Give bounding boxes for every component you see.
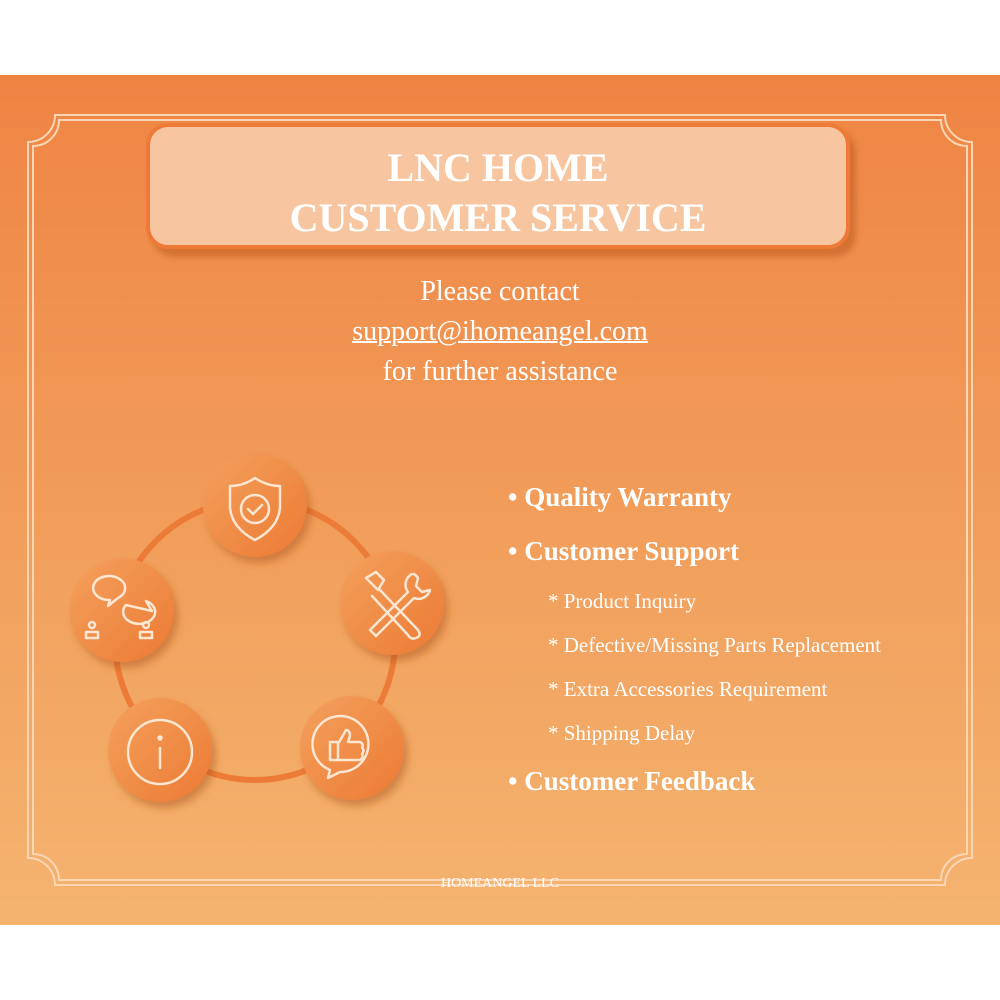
info-icon [126, 718, 194, 786]
sub-shipping-delay: * Shipping Delay [548, 721, 695, 745]
title-line-1: LNC HOME [387, 145, 609, 190]
title-banner: LNC HOME CUSTOMER SERVICE [146, 123, 850, 249]
thumbs-up-icon [311, 714, 370, 780]
footer-company: HOMEANGEL LLC [440, 876, 560, 891]
title-line-2: CUSTOMER SERVICE [289, 195, 707, 240]
support-email-link[interactable]: support@ihomeangel.com [352, 316, 648, 347]
contact-block: Please contact support@ihomeangel.com fo… [0, 272, 1000, 392]
decorative-frame [27, 114, 973, 886]
contact-outro: for further assistance [382, 356, 618, 387]
shield-check-icon [228, 476, 282, 542]
feature-customer-support: • Customer Support [508, 536, 739, 566]
tools-icon [364, 570, 432, 640]
feature-customer-feedback: • Customer Feedback [508, 766, 756, 796]
feature-quality-warranty: • Quality Warranty [508, 482, 732, 512]
sub-product-inquiry: * Product Inquiry [548, 589, 697, 613]
sub-parts-replacement: * Defective/Missing Parts Replacement [548, 633, 881, 657]
contact-intro: Please contact [420, 276, 580, 307]
sub-extra-accessories: * Extra Accessories Requirement [548, 677, 828, 701]
feature-list: • Quality Warranty • Customer Support * … [508, 475, 881, 813]
chat-icon [84, 574, 157, 640]
